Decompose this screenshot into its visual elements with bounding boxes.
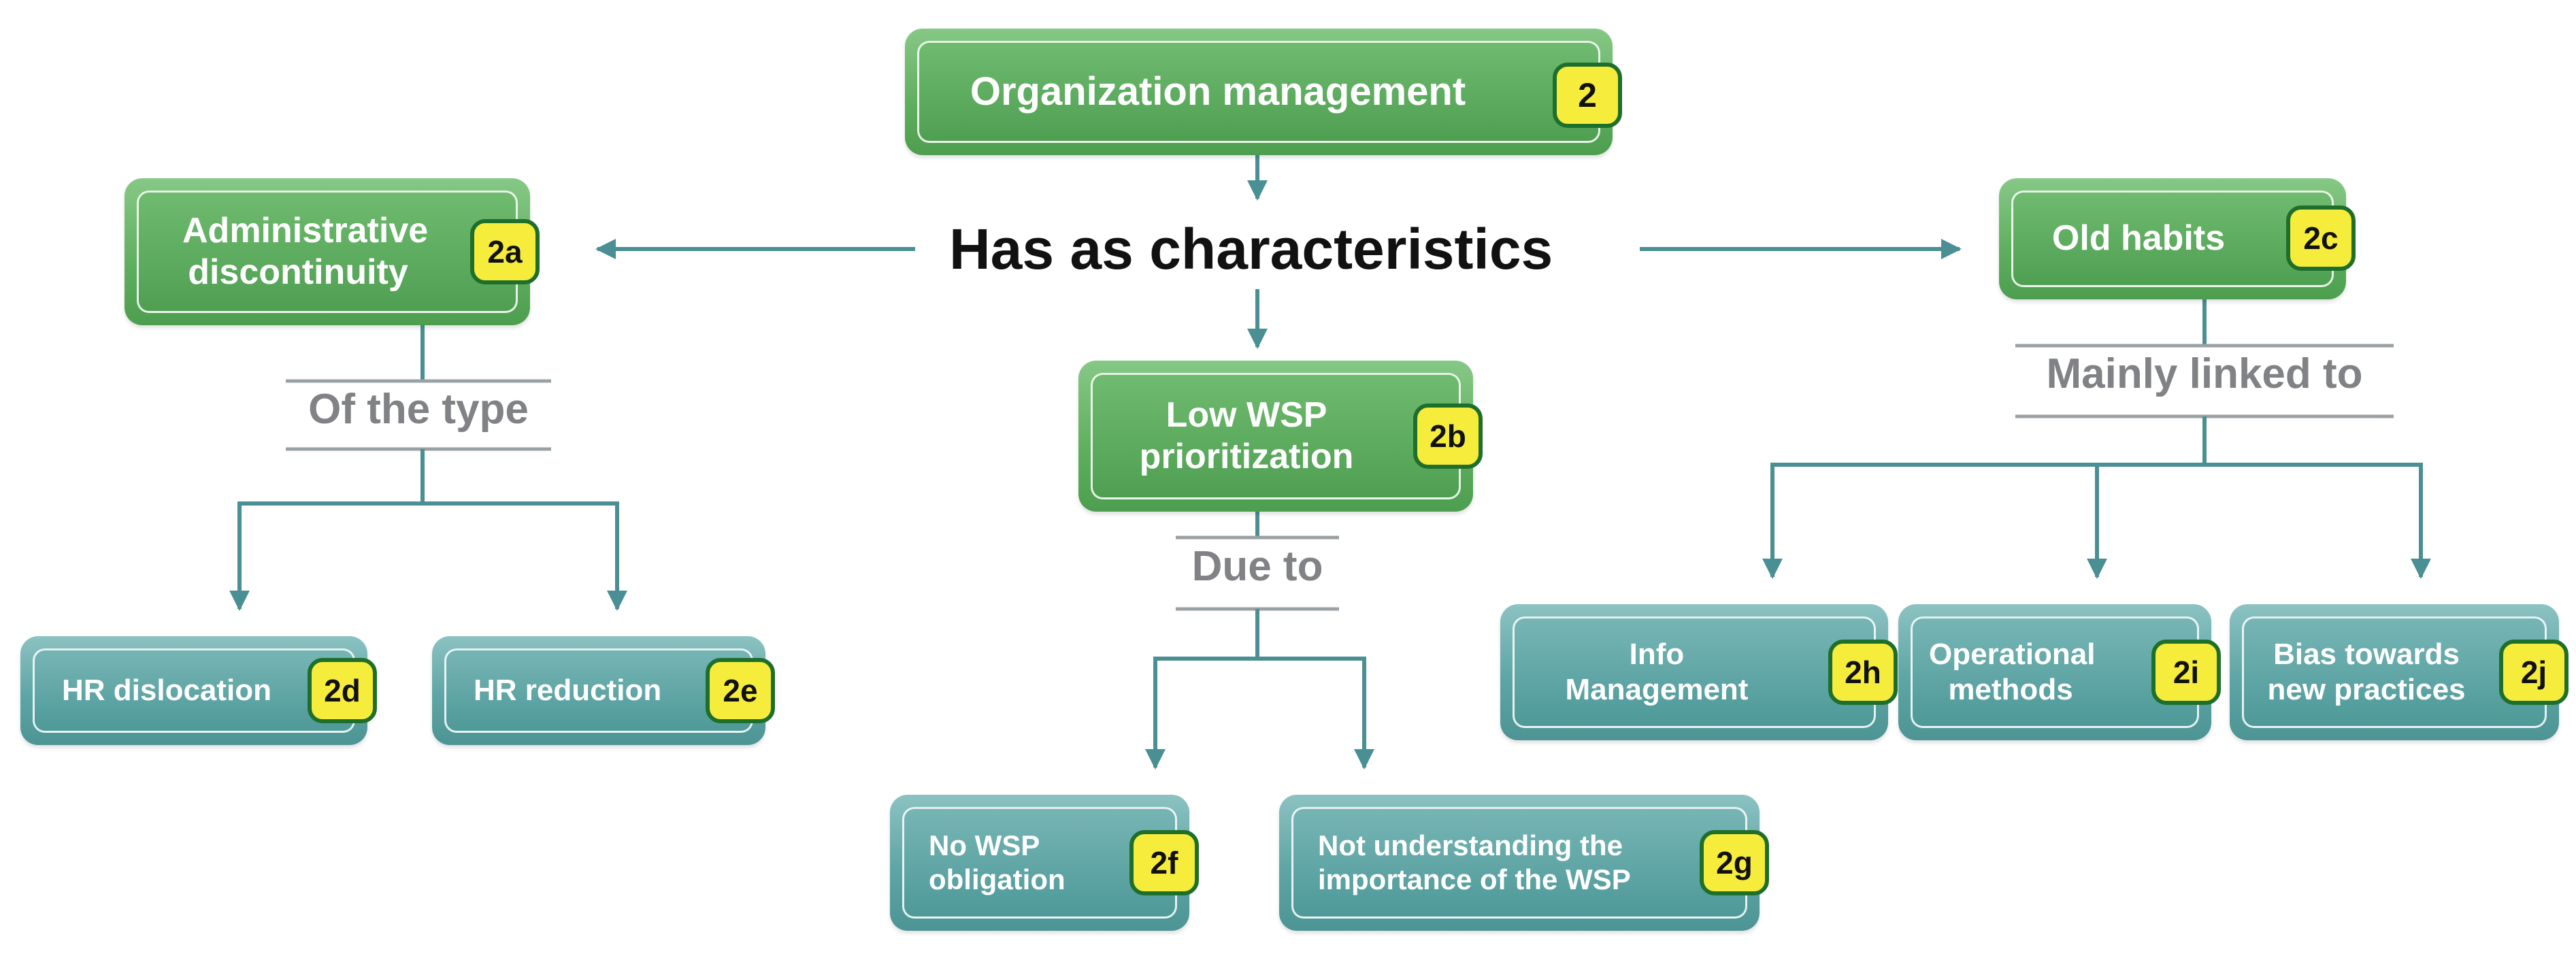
node-2a-label: Administrative discontinuity [182,210,429,292]
node-2f-badge: 2f [1129,830,1199,895]
node-2c-badge: 2c [2286,205,2356,271]
node-2g-label: Not understanding the importance of the … [1318,829,1631,895]
connector-mainly-linked-to: Mainly linked to [2046,350,2363,397]
node-2f-label: No WSP obligation [929,829,1066,895]
node-2j: Bias towards new practices 2j [2230,604,2569,740]
arrow-to-2h [1762,463,2205,579]
node-2c: Old habits 2c [1999,178,2356,299]
node-2a: Administrative discontinuity 2a [125,178,540,325]
arrow-to-2f [1145,657,1257,770]
root-label: Organization management [970,69,1466,114]
node-2e-label: HR reduction [474,674,662,708]
node-2j-label: Bias towards new practices [2267,638,2466,706]
node-2b-badge: 2b [1413,403,1483,469]
node-2d-badge: 2d [308,658,377,723]
node-2d: HR dislocation 2d [20,636,377,745]
node-2d-label: HR dislocation [62,674,272,708]
root-node: Organization management 2 [905,29,1622,155]
connector-of-the-type: Of the type [308,386,529,433]
node-2i-label: Operational methods [1929,638,2096,706]
node-2a-badge: 2a [470,219,540,284]
arrow-to-2g [1257,657,1374,770]
node-2b-label: Low WSP prioritization [1139,395,1354,476]
node-2h: Info Management 2h [1500,604,1898,740]
node-2i: Operational methods 2i [1898,604,2221,740]
node-2h-label: Info Management [1565,638,1749,706]
node-2b: Low WSP prioritization 2b [1078,361,1483,512]
connector-due-to: Due to [1191,543,1323,590]
arrow-to-2j [2205,463,2431,579]
node-2j-badge: 2j [2499,640,2569,705]
node-2h-badge: 2h [1828,640,1898,705]
arrow-to-2d [229,501,423,611]
hub-label: Has as characteristics [949,217,1553,281]
node-2g: Not understanding the importance of the … [1279,795,1769,931]
node-2g-badge: 2g [1700,830,1769,895]
node-2c-label: Old habits [2051,218,2226,259]
node-2i-badge: 2i [2151,640,2221,705]
node-2e: HR reduction 2e [432,636,775,745]
node-2e-badge: 2e [706,658,775,723]
arrow-to-2e [423,501,627,611]
root-badge: 2 [1553,63,1622,128]
node-2f: No WSP obligation 2f [890,795,1199,931]
